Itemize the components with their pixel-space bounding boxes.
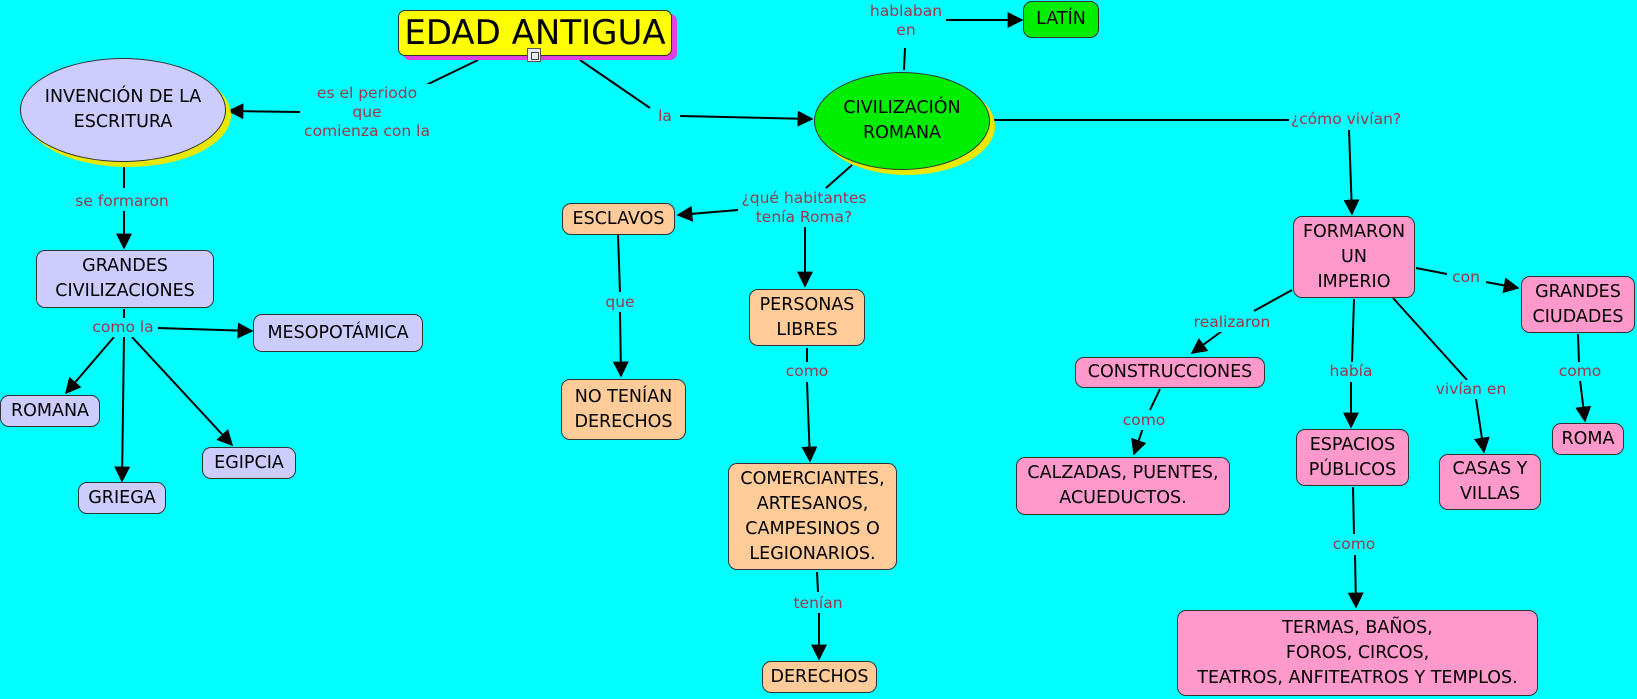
node-calzadas[interactable]: CALZADAS, PUENTES, ACUEDUCTOS.: [1016, 457, 1230, 515]
arrow-to-roma: [1575, 379, 1592, 423]
node-personas-libres[interactable]: PERSONAS LIBRES: [749, 289, 865, 346]
label-vivian-en: vivían en: [1433, 380, 1509, 399]
node-civilizacion-romana[interactable]: CIVILIZACIÓN ROMANA: [814, 72, 990, 170]
line-edad-to-label: [419, 59, 479, 89]
node-termas[interactable]: TERMAS, BAÑOS, FOROS, CIRCOS, TEATROS, A…: [1177, 610, 1538, 696]
label-como-personas: como: [783, 362, 831, 381]
arrow-to-calzadas: [1131, 427, 1147, 456]
arrow-to-comerciantes: [801, 381, 818, 463]
label-habia: había: [1327, 362, 1375, 381]
node-romana[interactable]: ROMANA: [0, 395, 100, 427]
arrow-to-esclavos: [676, 205, 739, 222]
arrow-to-formaron: [1343, 129, 1360, 216]
label-se-formaron: se formaron: [73, 192, 171, 211]
label-como-espacios: como: [1330, 535, 1378, 554]
node-egipcia[interactable]: EGIPCIA: [202, 447, 296, 479]
node-derechos[interactable]: DERECHOS: [762, 661, 877, 693]
label-con: con: [1450, 268, 1482, 287]
arrow-to-griega: [114, 336, 131, 483]
line-ciudades-to-como: [1577, 333, 1580, 364]
node-casas-villas[interactable]: CASAS Y VILLAS: [1439, 454, 1541, 510]
line-espacios-to-como: [1352, 486, 1355, 535]
label-como-ciudades: como: [1556, 362, 1604, 381]
arrow-to-grandes-ciudades: [1485, 277, 1520, 294]
arrow-to-construcciones: [1190, 330, 1223, 354]
label-la: la: [656, 107, 674, 126]
line-formaron-to-con: [1415, 267, 1448, 275]
line-construcciones-to-como: [1149, 388, 1161, 411]
arrow-to-termas: [1347, 554, 1364, 609]
arrow-to-civilizacion: [679, 110, 814, 127]
node-mesopotamica[interactable]: MESOPOTÁMICA: [253, 314, 423, 352]
node-invencion-escritura[interactable]: INVENCIÓN DE LA ESCRITURA: [20, 58, 226, 162]
arrow-to-no-tenian: [612, 311, 629, 378]
label-como-la: como la: [90, 318, 156, 337]
arrow-to-invencion: [227, 103, 301, 120]
node-esclavos[interactable]: ESCLAVOS: [562, 203, 675, 235]
node-roma[interactable]: ROMA: [1552, 423, 1624, 455]
document-icon[interactable]: [527, 48, 541, 62]
line-formaron-to-vivian: [1392, 297, 1468, 381]
line-civ-to-hablaban: [903, 47, 906, 71]
label-tenian: tenían: [791, 594, 845, 613]
node-comerciantes[interactable]: COMERCIANTES, ARTESANOS, CAMPESINOS O LE…: [728, 463, 897, 570]
node-grandes-ciudades[interactable]: GRANDES CIUDADES: [1521, 276, 1635, 333]
label-que: que: [603, 293, 637, 312]
node-espacios-publicos[interactable]: ESPACIOS PÚBLICOS: [1296, 429, 1409, 486]
line-formaron-to-realizaron: [1253, 289, 1293, 312]
line-comerciantes-to-tenian: [816, 571, 819, 593]
line-edad-to-la: [579, 59, 651, 109]
label-como-vivian: ¿cómo vivían?: [1288, 110, 1404, 129]
line-formaron-to-habia: [1351, 298, 1355, 363]
label-hablaban-en: hablaban en: [867, 2, 945, 40]
node-griega[interactable]: GRIEGA: [78, 482, 166, 514]
node-formaron-imperio[interactable]: FORMARON UN IMPERIO: [1293, 216, 1415, 298]
node-construcciones[interactable]: CONSTRUCCIONES: [1075, 357, 1265, 388]
node-grandes-civilizaciones[interactable]: GRANDES CIVILIZACIONES: [36, 250, 214, 308]
arrow-to-mesopotamica: [157, 322, 254, 339]
label-como-construcciones: como: [1120, 411, 1168, 430]
label-realizaron: realizaron: [1191, 313, 1273, 332]
arrow-to-casas: [1473, 398, 1490, 454]
line-civ-to-habitantes: [825, 164, 853, 189]
node-no-tenian-derechos[interactable]: NO TENÍAN DERECHOS: [561, 379, 686, 440]
node-edad-antigua[interactable]: EDAD ANTIGUA: [398, 10, 672, 56]
label-es-el-periodo: es el periodo que comienza con la: [302, 84, 432, 141]
label-que-habitantes: ¿qué habitantes tenía Roma?: [739, 189, 869, 227]
line-esclavos-to-que: [617, 234, 621, 293]
node-latin[interactable]: LATÍN: [1023, 1, 1099, 38]
arrow-to-egipcia: [131, 336, 234, 447]
arrow-to-romana: [64, 336, 115, 395]
